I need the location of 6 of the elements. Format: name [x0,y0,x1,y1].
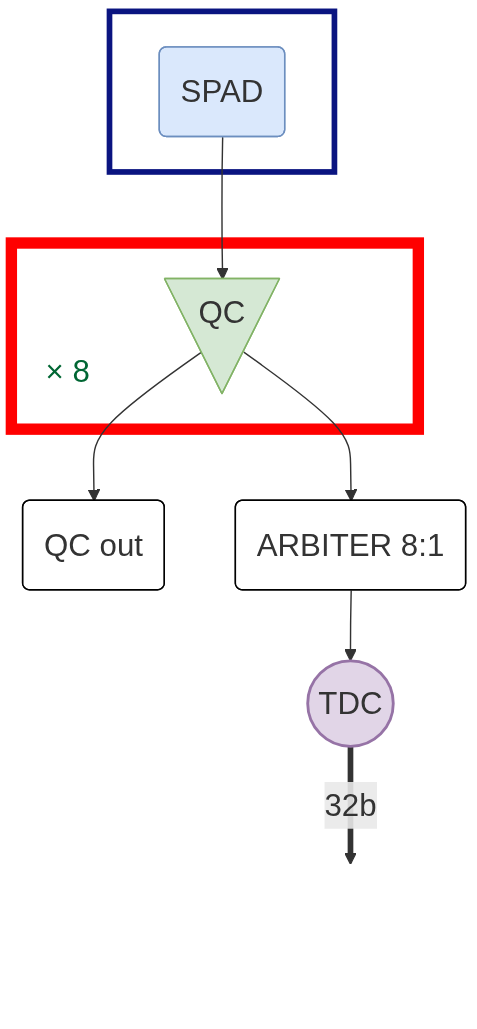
arrow [243,351,358,502]
arrow [87,351,203,502]
edge-label: 32b [324,787,377,824]
arrow [216,136,229,280]
cluster [106,8,338,175]
node-circle: TDC [306,659,395,748]
